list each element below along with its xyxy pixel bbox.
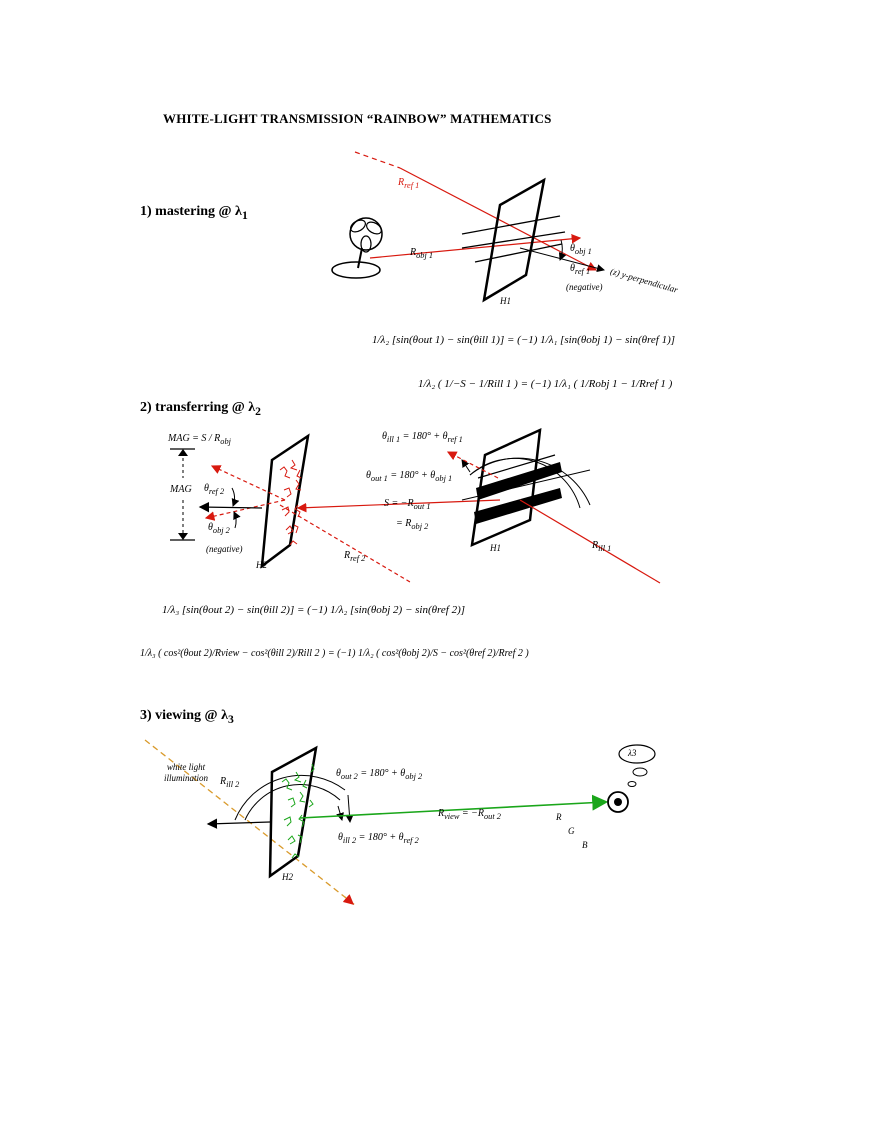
- page-title: WHITE-LIGHT TRANSMISSION “RAINBOW” MATHE…: [163, 111, 552, 126]
- plate-h1-master: [482, 177, 546, 303]
- label-theta-out1: θout 1 = 180° + θobj 1: [366, 470, 453, 483]
- mastering-diagram: [331, 151, 605, 303]
- label-theta-obj2: θobj 2: [208, 522, 230, 535]
- equation-1-line-2: 1/λ₂ ( 1/−S − 1/Rill 1 ) = (−1) 1/λ₁ ( 1…: [418, 378, 673, 390]
- label-theta-ref1: θref 1: [570, 263, 591, 276]
- transfer-beam: [296, 499, 501, 513]
- label-plate-h2: H2: [256, 560, 267, 570]
- label-plate-h1-2: H1: [490, 543, 501, 553]
- step-3-heading: 3) viewing @ λ3: [140, 708, 234, 726]
- viewing-beam: [299, 794, 609, 819]
- label-r-obj1: Robj 1: [410, 247, 433, 260]
- label-thought-lambda: λ3: [628, 748, 637, 758]
- label-theta-ill1: θill 1 = 180° + θref 1: [382, 431, 463, 444]
- viewing-diagram: [144, 739, 656, 906]
- fan-object: [331, 217, 383, 279]
- label-r-ref1: Rref 1: [398, 177, 420, 190]
- transferring-diagram: [170, 427, 661, 584]
- label-rgb-b: B: [582, 840, 588, 850]
- eye-icon: [607, 744, 656, 813]
- equation-1-line-1: 1/λ₂ [sin(θout 1) − sin(θill 1)] = (−1) …: [372, 334, 676, 346]
- label-theta-out2: θout 2 = 180° + θobj 2: [336, 768, 423, 781]
- label-negative-2: (negative): [206, 544, 243, 554]
- equation-2-line-1: 1/λ₃ [sin(θout 2) − sin(θill 2)] = (−1) …: [162, 604, 466, 616]
- h2-green-speckle: [281, 763, 315, 859]
- ill-beam-1: [519, 499, 656, 581]
- label-plate-h1: H1: [500, 296, 511, 306]
- ref-beam-2: [279, 504, 411, 583]
- label-r-obj2: = Robj 2: [396, 518, 429, 531]
- label-r-ref2: Rref 2: [344, 550, 366, 563]
- ref-beam-1-dashed: [354, 151, 401, 169]
- step-2-heading: 2) transferring @ λ2: [140, 400, 261, 418]
- label-plate-h2-view: H2: [282, 872, 293, 882]
- plate-h2-transfer: [260, 433, 310, 569]
- ref-beam-1: [399, 167, 587, 266]
- label-s-eq: S = −Rout 1: [384, 498, 431, 511]
- label-mag-eq: MAG = S / Robj: [168, 433, 231, 446]
- label-rgb-r: R: [556, 812, 562, 822]
- label-theta-ill2: θill 2 = 180° + θref 2: [338, 832, 419, 845]
- label-r-ill1: Rill 1: [592, 540, 612, 553]
- label-white-light: white light illumination: [163, 762, 208, 783]
- label-r-ill2: Rill 2: [220, 776, 240, 789]
- step-1-heading: 1) mastering @ λ1: [140, 204, 248, 222]
- equation-2-line-2: 1/λ₃ ( cos²(θout 2)/Rview − cos²(θill 2)…: [140, 648, 529, 659]
- label-mag: MAG: [170, 484, 192, 495]
- label-theta-ref2: θref 2: [204, 483, 225, 496]
- label-rgb-g: G: [568, 826, 575, 836]
- obj-beam-1: [369, 234, 582, 259]
- label-r-view: Rview = −Rout 2: [438, 808, 501, 821]
- label-theta-obj1: θobj 1: [570, 243, 592, 256]
- label-negative-1: (negative): [566, 282, 603, 292]
